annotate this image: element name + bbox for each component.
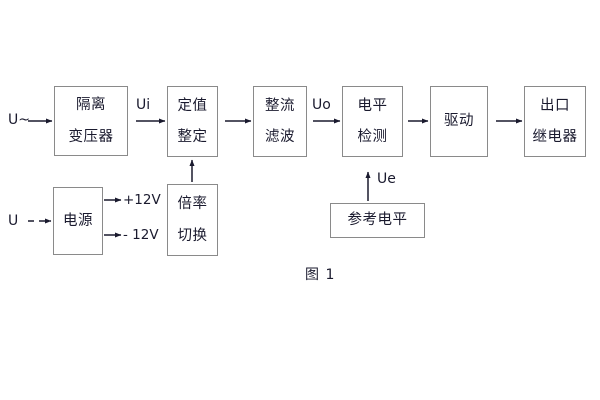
block-drive: 驱动: [430, 86, 488, 157]
block-power-supply: 电源: [53, 187, 103, 255]
label-signal-ue: Ue: [377, 171, 396, 187]
block-line: 滤波: [265, 129, 295, 145]
block-line: 电平: [357, 97, 388, 114]
label-rail-plus-12v: +12V: [123, 192, 161, 208]
block-setting-value: 定值 整定: [167, 86, 218, 157]
label-signal-ui: Ui: [136, 97, 151, 113]
block-line: 定值: [177, 97, 208, 114]
block-line: 整流: [265, 97, 295, 114]
block-multiplier-switch: 倍率 切换: [167, 184, 218, 256]
block-isolation-transformer: 隔离 变压器: [54, 86, 128, 156]
block-line: 倍率: [177, 196, 208, 212]
label-input-u-dc: U: [8, 213, 19, 229]
block-level-detection: 电平 检测: [342, 86, 403, 157]
figure-caption: 图 1: [305, 267, 336, 283]
block-output-relay: 出口 继电器: [524, 86, 586, 157]
block-rectify-filter: 整流 滤波: [253, 86, 307, 157]
block-line: 隔离: [76, 97, 106, 113]
block-reference-level: 参考电平: [330, 203, 425, 238]
block-line: 变压器: [68, 128, 114, 145]
block-line: 参考电平: [347, 212, 408, 229]
block-line: 电源: [63, 212, 93, 229]
block-line: 检测: [357, 129, 388, 145]
block-line: 继电器: [532, 129, 578, 145]
label-signal-uo: Uo: [312, 97, 331, 113]
block-line: 切换: [177, 227, 208, 244]
block-line: 整定: [177, 129, 208, 145]
block-line: 驱动: [444, 113, 474, 130]
label-rail-minus-12v: - 12V: [123, 227, 159, 243]
label-input-u-ac: U~: [8, 112, 30, 128]
block-line: 出口: [540, 97, 570, 114]
